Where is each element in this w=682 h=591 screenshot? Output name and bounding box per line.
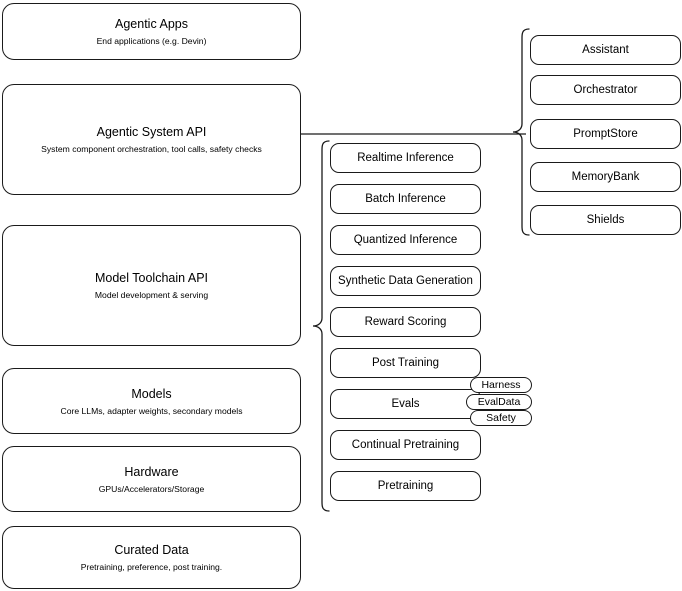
- component-label: Orchestrator: [573, 84, 638, 96]
- layer-subtitle: End applications (e.g. Devin): [96, 36, 207, 46]
- subcomponent-harness[interactable]: Harness: [470, 377, 532, 393]
- brace-system-components: [512, 28, 530, 236]
- component-label: Shields: [586, 214, 625, 226]
- component-label: Post Training: [371, 357, 440, 369]
- component-orchestrator[interactable]: Orchestrator: [530, 75, 681, 105]
- component-pretraining[interactable]: Pretraining: [330, 471, 481, 501]
- component-memorybank[interactable]: MemoryBank: [530, 162, 681, 192]
- component-label: Realtime Inference: [357, 152, 454, 164]
- component-quantized-inference[interactable]: Quantized Inference: [330, 225, 481, 255]
- layer-title: Models: [131, 386, 172, 401]
- layer-title: Hardware: [124, 464, 179, 479]
- component-label: Assistant: [582, 44, 629, 56]
- layer-agentic-system-api[interactable]: Agentic System API System component orch…: [2, 84, 301, 195]
- subcomponent-evaldata[interactable]: EvalData: [466, 394, 532, 410]
- brace-toolchain-components: [312, 140, 330, 512]
- layer-subtitle: Pretraining, preference, post training.: [80, 562, 223, 572]
- layer-subtitle: System component orchestration, tool cal…: [41, 144, 262, 154]
- component-synthetic-data-generation[interactable]: Synthetic Data Generation: [330, 266, 481, 296]
- component-reward-scoring[interactable]: Reward Scoring: [330, 307, 481, 337]
- component-label: MemoryBank: [571, 171, 640, 183]
- layer-model-toolchain-api[interactable]: Model Toolchain API Model development & …: [2, 225, 301, 346]
- component-promptstore[interactable]: PromptStore: [530, 119, 681, 149]
- layer-title: Agentic System API: [96, 125, 207, 139]
- component-post-training[interactable]: Post Training: [330, 348, 481, 378]
- component-label: Quantized Inference: [353, 234, 458, 246]
- component-label: Continual Pretraining: [351, 439, 460, 451]
- layer-title: Curated Data: [114, 543, 189, 557]
- component-label: Batch Inference: [365, 193, 446, 205]
- layer-title: Agentic Apps: [115, 17, 188, 31]
- component-label: Reward Scoring: [364, 316, 447, 328]
- component-realtime-inference[interactable]: Realtime Inference: [330, 143, 481, 173]
- component-evals[interactable]: Evals: [330, 389, 481, 419]
- component-label: Pretraining: [377, 480, 434, 492]
- component-label: PromptStore: [573, 128, 638, 140]
- layer-subtitle: Model development & serving: [94, 290, 209, 300]
- component-assistant[interactable]: Assistant: [530, 35, 681, 65]
- component-batch-inference[interactable]: Batch Inference: [330, 184, 481, 214]
- layer-title: Model Toolchain API: [94, 271, 209, 285]
- connector-system-api-to-components: [301, 126, 526, 140]
- layer-subtitle: GPUs/Accelerators/Storage: [98, 483, 205, 494]
- layer-agentic-apps[interactable]: Agentic Apps End applications (e.g. Devi…: [2, 3, 301, 60]
- component-shields[interactable]: Shields: [530, 205, 681, 235]
- subcomponent-safety[interactable]: Safety: [470, 410, 532, 426]
- subcomponent-label: Harness: [481, 379, 521, 391]
- subcomponent-label: Safety: [486, 412, 516, 424]
- component-label: Synthetic Data Generation: [338, 275, 473, 287]
- layer-hardware[interactable]: Hardware GPUs/Accelerators/Storage: [2, 446, 301, 512]
- layer-curated-data[interactable]: Curated Data Pretraining, preference, po…: [2, 526, 301, 589]
- subcomponent-label: EvalData: [477, 396, 521, 408]
- component-label: Evals: [391, 398, 420, 410]
- layer-subtitle: Core LLMs, adapter weights, secondary mo…: [60, 405, 243, 416]
- component-continual-pretraining[interactable]: Continual Pretraining: [330, 430, 481, 460]
- layer-models[interactable]: Models Core LLMs, adapter weights, secon…: [2, 368, 301, 434]
